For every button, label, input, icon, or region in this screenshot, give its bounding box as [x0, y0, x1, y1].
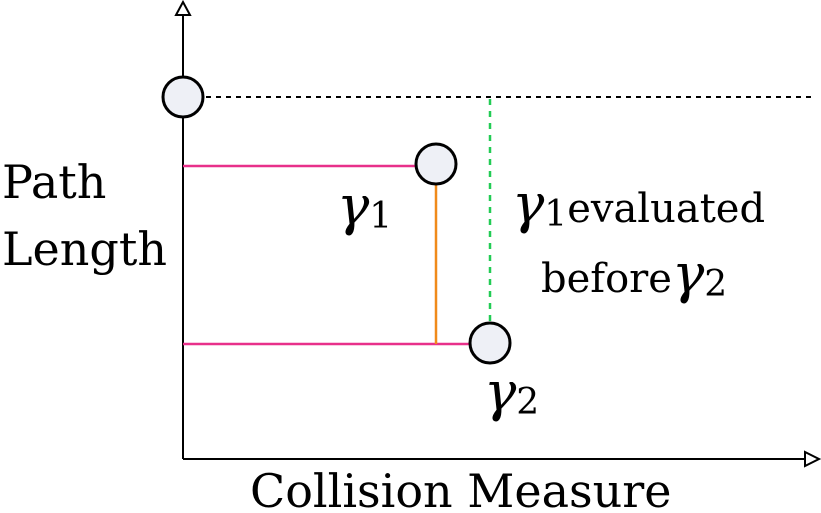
y-axis-label-line1: Path	[2, 155, 106, 209]
gamma1-label: γ1	[337, 174, 392, 237]
gamma2-label: γ2	[484, 360, 539, 423]
y-axis-label-line2: Length	[2, 222, 167, 276]
origin-top-node	[161, 75, 205, 119]
annotation-line1: γ1evaluated	[512, 172, 765, 235]
y-axis-arrow-icon	[174, 0, 192, 16]
x-axis-arrow-icon	[804, 450, 821, 468]
gamma1-node	[414, 142, 458, 186]
gamma2-node	[468, 321, 512, 365]
annotation-line2: beforeγ2	[541, 242, 727, 305]
x-axis-label: Collision Measure	[250, 464, 671, 513]
